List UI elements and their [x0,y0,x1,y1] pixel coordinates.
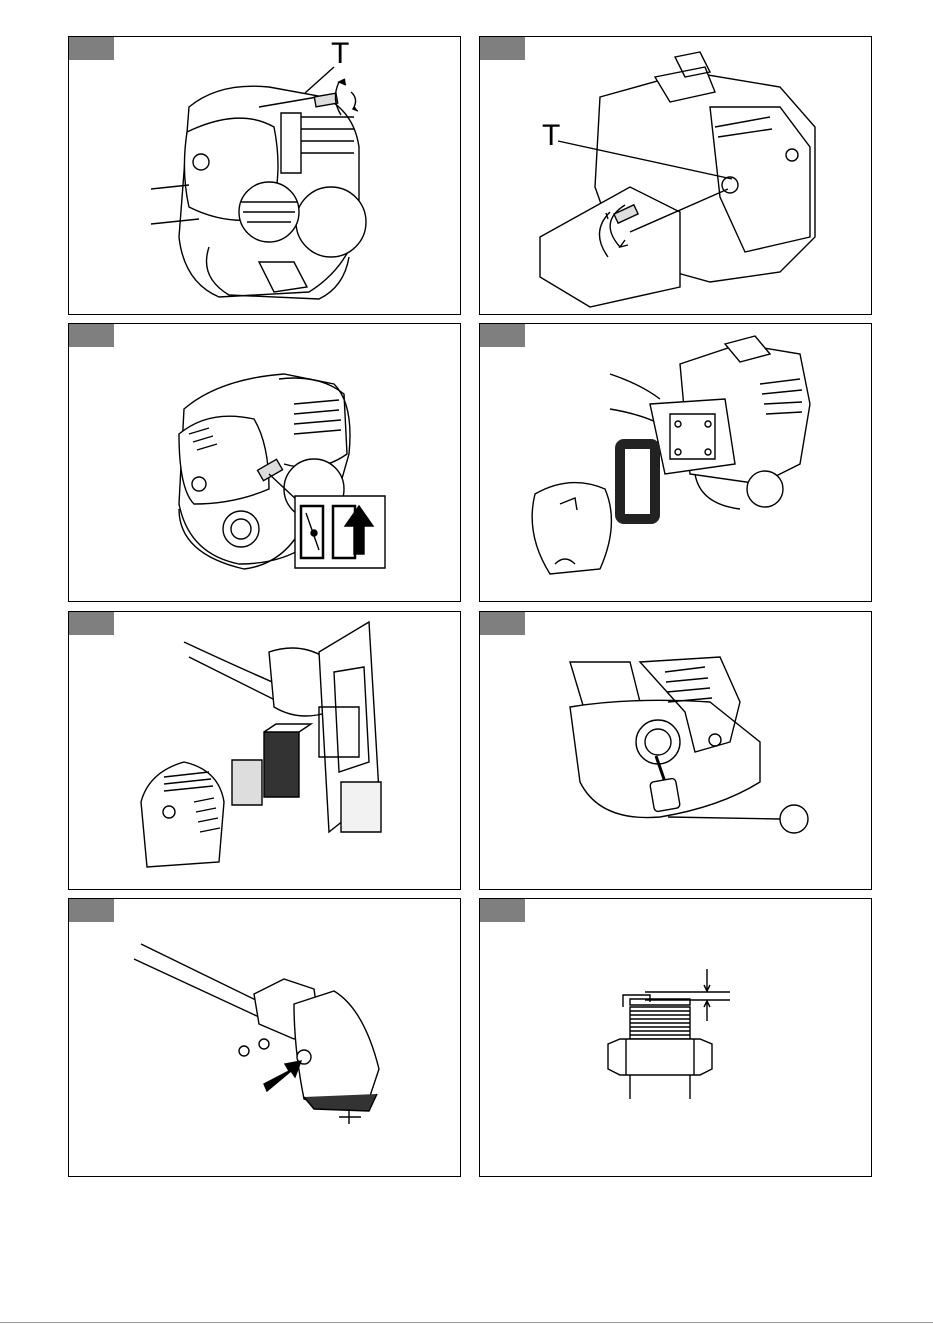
figure-panel-7 [68,898,461,1177]
figure-panel-5 [68,611,461,890]
figure-panel-6 [479,611,872,890]
figure-panel-1: T [68,36,461,315]
figure-panel-8 [479,898,872,1177]
engine-illustration [69,324,461,602]
figure-panel-2: T [479,36,872,315]
spark-plug-illustration [480,899,872,1177]
engine-illustration [480,324,872,602]
page-bottom-rule [0,1322,933,1323]
engine-illustration [69,612,461,890]
gear-case-illustration [69,899,461,1177]
figure-panel-3 [68,323,461,602]
engine-illustration [480,37,872,315]
figure-panel-4 [479,323,872,602]
engine-illustration [480,612,872,890]
engine-illustration [69,37,461,315]
